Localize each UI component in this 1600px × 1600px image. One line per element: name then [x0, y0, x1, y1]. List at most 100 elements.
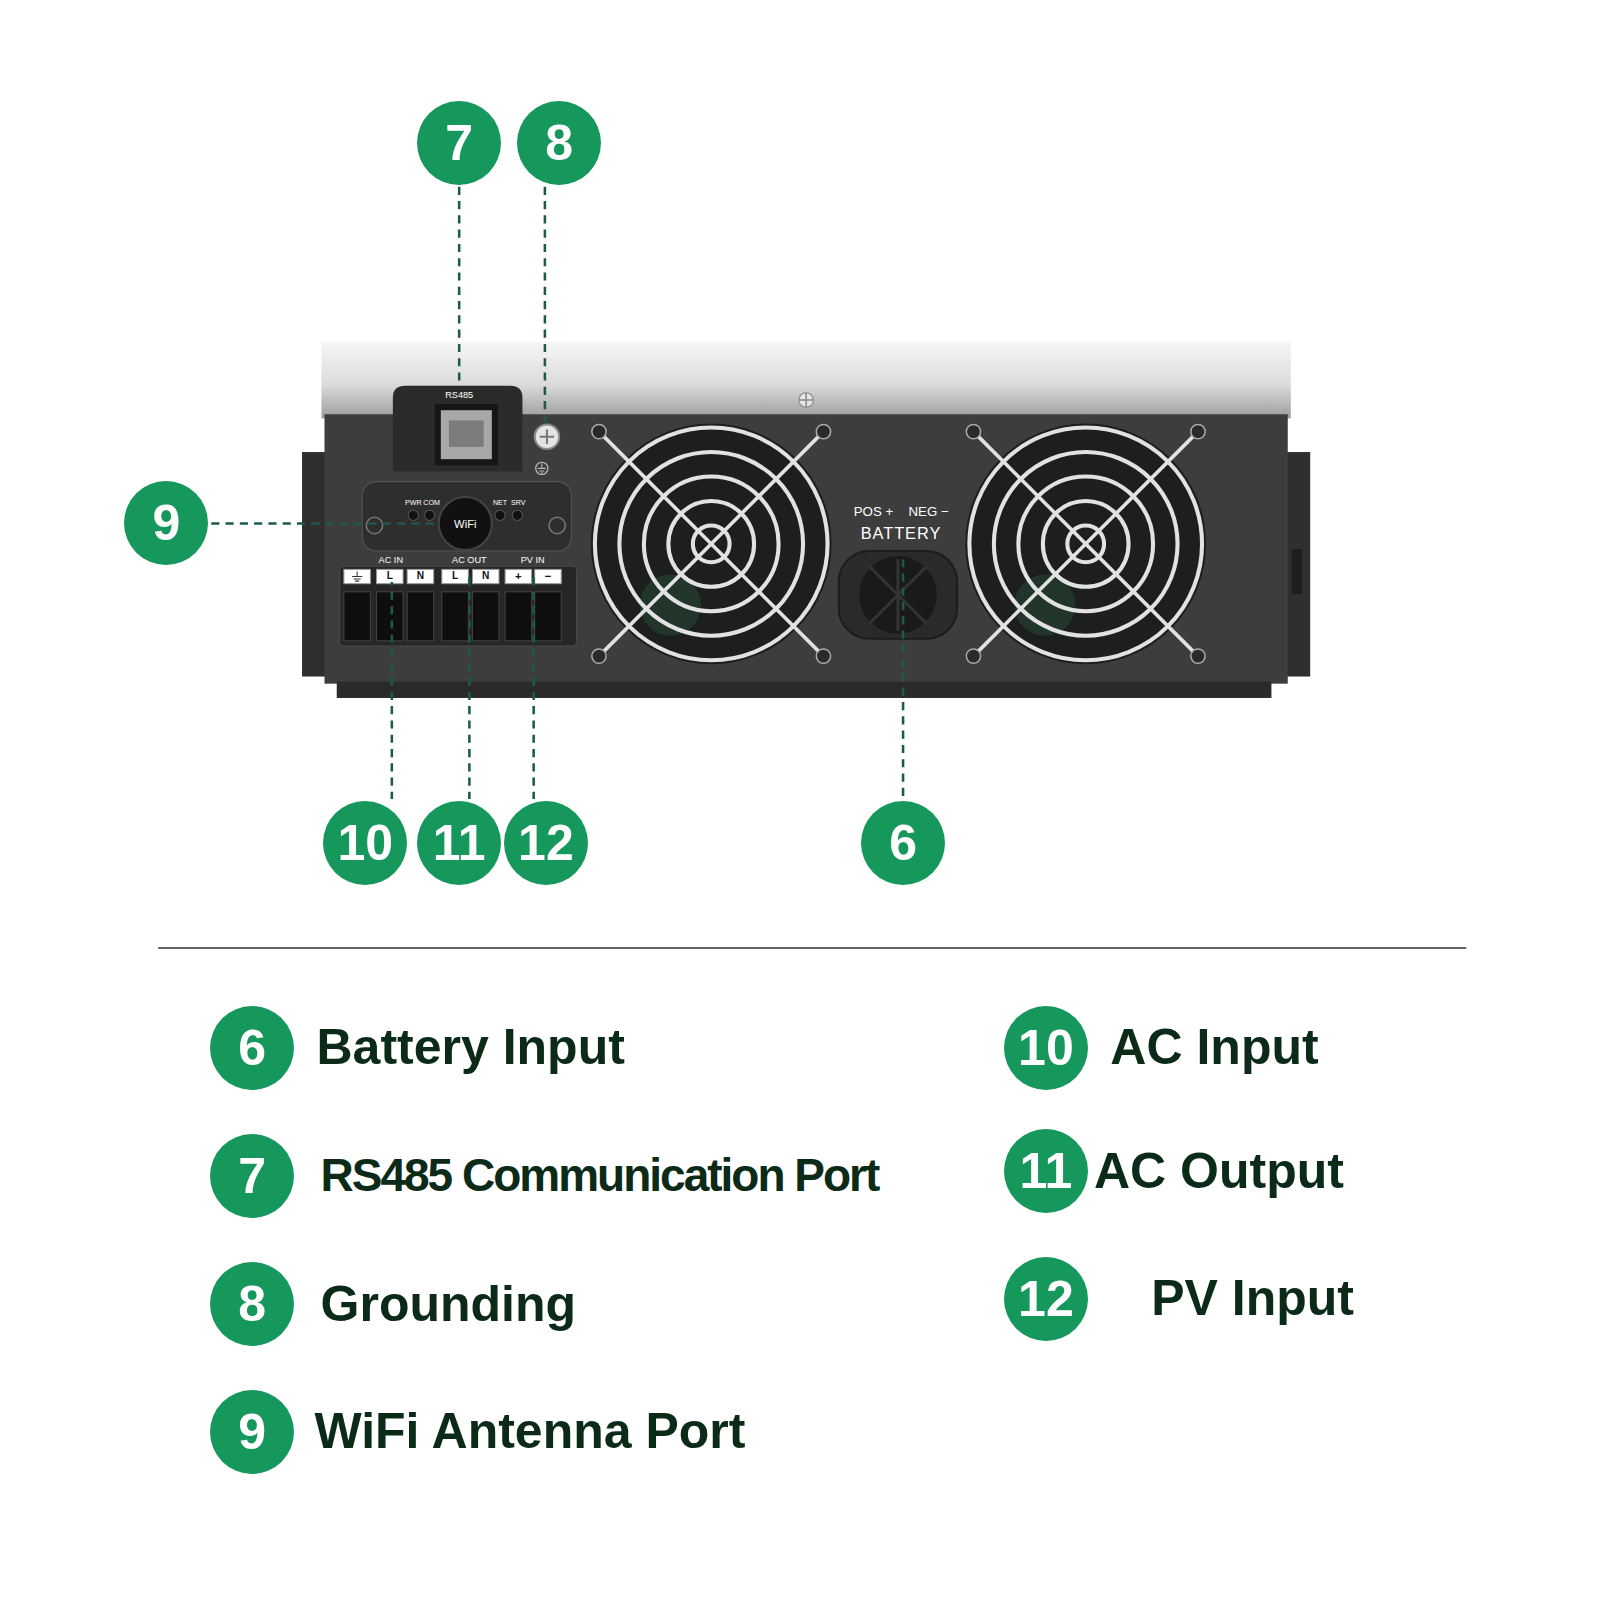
legend-item: 7RS485 Communication Port [210, 1134, 878, 1218]
terminal-tag [442, 569, 469, 583]
legend-item: 12PV Input [1004, 1257, 1354, 1341]
legend-item: 10 AC Input [1004, 1006, 1319, 1090]
leader-line [458, 187, 461, 383]
rj45-port [435, 404, 498, 465]
number-circle: 10 [1004, 1006, 1088, 1090]
legend-text: AC Input [1110, 1020, 1318, 1075]
callout-number: 12 [518, 818, 574, 868]
callout-badge: 12 [504, 801, 588, 885]
screw [549, 517, 565, 533]
number-circle: 12 [504, 801, 588, 885]
fan-opening [965, 423, 1206, 664]
device-label: NEG − [908, 505, 950, 519]
battery-port [859, 556, 937, 634]
fan-guard-ring [969, 428, 1202, 661]
device-label: PV IN [520, 556, 546, 566]
legend-item: 6 Battery Input [210, 1006, 625, 1090]
callout-badge: 9 [124, 481, 208, 565]
leader-line [468, 578, 471, 799]
callout-badge: 11 [417, 801, 501, 885]
ground-symbol [538, 463, 546, 473]
device-label: RS485 [444, 391, 474, 401]
base-lip [337, 682, 1272, 698]
callout-number: 11 [1019, 1146, 1072, 1196]
callout-badge: 7 [417, 101, 501, 185]
legend-text: Battery Input [316, 1020, 624, 1075]
callout-badge: 10 [323, 801, 407, 885]
led [512, 510, 522, 520]
terminal-pocket [344, 592, 371, 641]
device-label: BATTERY [860, 525, 943, 542]
cooling-fan [965, 423, 1206, 664]
ground-symbol [536, 462, 548, 474]
callout-badge: 6 [861, 801, 945, 885]
callout-number: 9 [152, 498, 180, 548]
terminal-pocket [377, 592, 404, 641]
ground-screw [540, 430, 554, 444]
device-label: WiFi [453, 519, 477, 531]
device-label: − [544, 571, 553, 583]
number-circle: 7 [417, 101, 501, 185]
cooling-fan [591, 423, 832, 664]
callout-number: 8 [545, 118, 573, 168]
screw [592, 649, 606, 663]
screw [1191, 649, 1205, 663]
number-circle: 11 [1004, 1129, 1088, 1213]
screw [592, 424, 606, 438]
number-circle: 11 [417, 801, 501, 885]
device-label: L [386, 571, 394, 582]
fan-guard-ring [595, 428, 828, 661]
ground-screw [535, 424, 559, 448]
number-circle: 6 [861, 801, 945, 885]
divider-line [158, 947, 1466, 949]
legend-item: 11AC Output [1004, 1129, 1344, 1213]
leader-line [391, 578, 394, 799]
wifi-antenna-knob [439, 497, 492, 550]
terminal-pocket [535, 592, 562, 641]
legend-text: PV Input [1151, 1271, 1354, 1326]
led [495, 510, 505, 520]
device-label: AC OUT [451, 556, 488, 566]
screw [799, 393, 813, 407]
number-circle: 9 [210, 1390, 294, 1474]
device-label: COM [422, 500, 441, 507]
device-label: AC IN [378, 556, 404, 566]
leader-line [544, 187, 547, 423]
fan-guard-wire [973, 432, 1197, 656]
led [424, 510, 434, 520]
device-label: SRV [510, 500, 527, 507]
battery-port [839, 551, 957, 639]
callout-number: 10 [1018, 1023, 1074, 1073]
callout-number: 7 [238, 1151, 266, 1201]
screw [966, 424, 980, 438]
callout-number: 8 [238, 1279, 266, 1329]
legend-item: 8 Grounding [210, 1262, 576, 1346]
legend-text: Grounding [321, 1277, 577, 1332]
number-circle: 9 [124, 481, 208, 565]
led [408, 510, 418, 520]
leader-line [211, 522, 437, 525]
fan-opening [591, 423, 832, 664]
device-label: PWR [404, 500, 423, 507]
screw [816, 649, 830, 663]
rj45-port [441, 410, 492, 459]
rj45-port [449, 420, 484, 447]
terminal-block [340, 566, 577, 646]
leader-line [532, 578, 535, 799]
screw [966, 649, 980, 663]
callout-badge: 8 [517, 101, 601, 185]
terminal-pocket [472, 592, 499, 641]
terminal-pocket [442, 592, 469, 641]
number-circle: 8 [517, 101, 601, 185]
screw [366, 517, 382, 533]
device-label: N [416, 571, 425, 582]
side-switch [1292, 549, 1302, 594]
device-label: + [514, 571, 523, 583]
terminal-tag [505, 569, 532, 583]
leader-line [902, 559, 905, 799]
callout-number: 6 [238, 1023, 266, 1073]
callout-number: 11 [433, 818, 486, 868]
callout-number: 7 [445, 118, 473, 168]
screw [816, 424, 830, 438]
device-label: POS + [853, 505, 894, 519]
